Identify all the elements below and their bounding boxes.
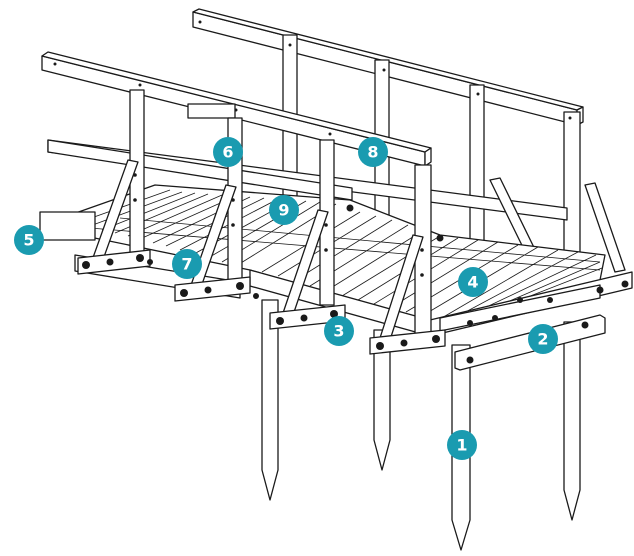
callout-5: 5 [14, 225, 44, 255]
callout-7: 7 [172, 249, 202, 279]
foot-beams [77, 249, 446, 355]
callout-marker [213, 137, 243, 167]
ground-posts [261, 299, 581, 551]
front-handrail [41, 51, 432, 341]
fasteners [53, 20, 629, 364]
callout-marker [14, 225, 44, 255]
callout-marker [172, 249, 202, 279]
callout-9: 9 [269, 195, 299, 225]
callout-marker [447, 430, 477, 460]
callout-marker [458, 267, 488, 297]
callout-number: 2 [537, 330, 548, 349]
callout-number: 8 [367, 143, 378, 162]
callouts: 1 2 3 4 5 6 7 8 [14, 137, 558, 460]
callout-marker [324, 316, 354, 346]
callout-3: 3 [324, 316, 354, 346]
callout-marker [528, 324, 558, 354]
callout-6: 6 [213, 137, 243, 167]
callout-number: 5 [23, 231, 34, 250]
callout-8: 8 [358, 137, 388, 167]
callout-number: 9 [278, 201, 289, 220]
callout-number: 3 [333, 322, 344, 341]
callout-marker [358, 137, 388, 167]
callout-number: 4 [467, 273, 478, 292]
callout-number: 7 [181, 255, 192, 274]
callout-2: 2 [528, 324, 558, 354]
callout-number: 6 [222, 143, 233, 162]
callout-marker [269, 195, 299, 225]
callout-1: 1 [447, 430, 477, 460]
callout-number: 1 [456, 436, 467, 455]
callout-4: 4 [458, 267, 488, 297]
